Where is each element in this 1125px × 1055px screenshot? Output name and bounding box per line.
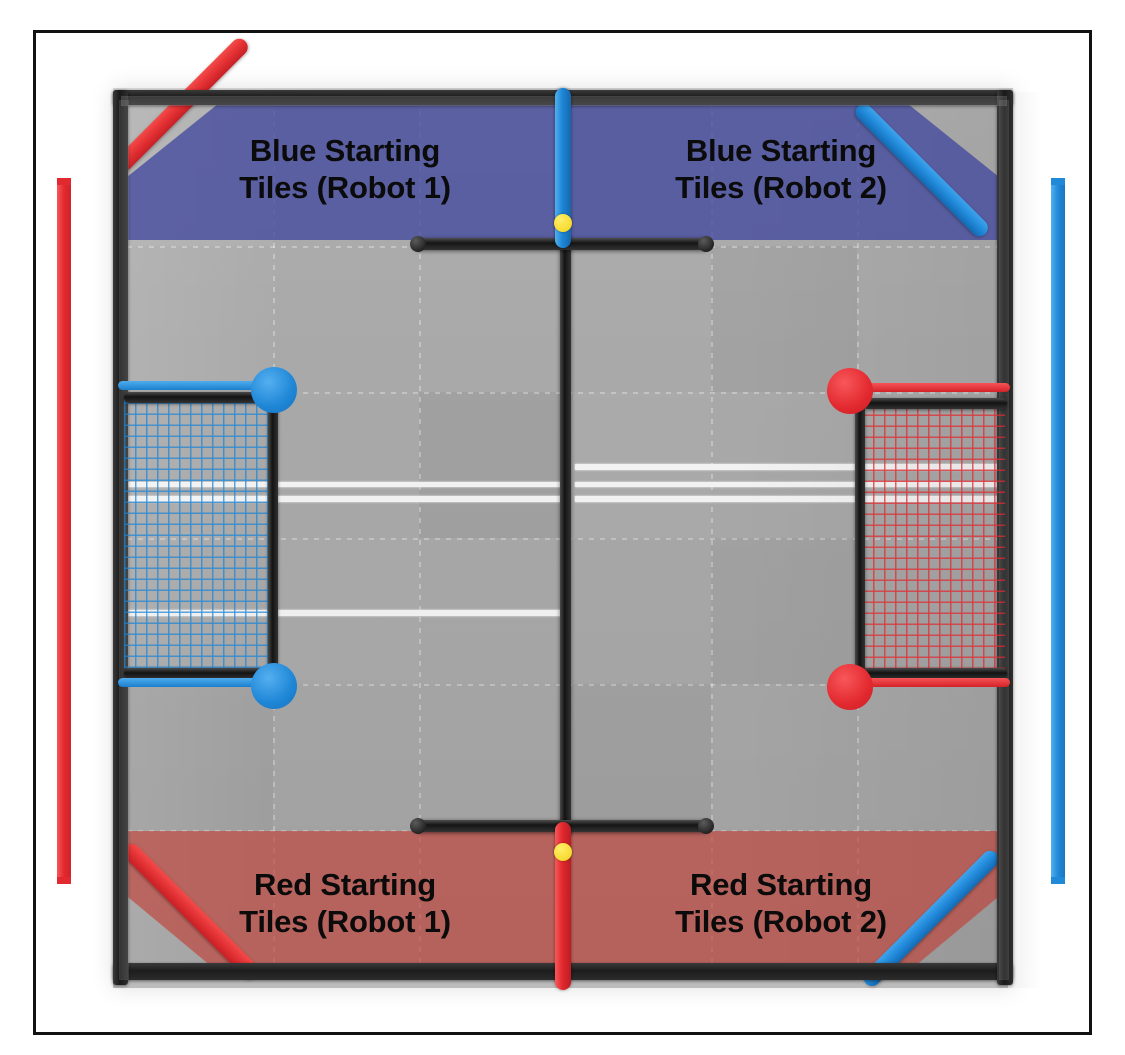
top-center-pole-blue — [555, 88, 571, 248]
right-outer-bar-blue — [1051, 178, 1065, 884]
mat-tile — [711, 538, 857, 684]
left-outer-bar-cap-top — [57, 178, 71, 185]
tape-line — [575, 464, 999, 470]
zone-label: Red Starting Tiles (Robot 1) — [239, 866, 451, 939]
tile-seam — [711, 100, 713, 976]
pipe-cap-icon — [698, 818, 714, 834]
pipe-cap-icon — [698, 236, 714, 252]
mat-tile — [711, 246, 857, 392]
zone-blue-starting-tiles-robot-1[interactable]: Blue Starting Tiles (Robot 1) — [127, 100, 563, 240]
blue-goal-rail-bottom — [118, 678, 276, 687]
pipe-cap-icon — [410, 236, 426, 252]
tape-line — [575, 482, 999, 487]
blue-goal-disc-bottom — [251, 663, 297, 709]
mat-tile — [127, 684, 273, 830]
tape-line — [127, 610, 565, 616]
zone-label: Blue Starting Tiles (Robot 2) — [675, 133, 887, 205]
field-wall-left — [113, 90, 128, 985]
red-goal-rail-top — [852, 383, 1010, 392]
blue-goal-post-right — [268, 392, 278, 680]
bottom-center-pole-red — [555, 822, 571, 990]
mat-tile — [419, 392, 565, 538]
red-goal-bar-top — [862, 398, 1007, 409]
zone-red-starting-tiles-robot-2[interactable]: Red Starting Tiles (Robot 2) — [563, 831, 999, 976]
field-wall-right — [997, 90, 1013, 985]
blue-goal-bar-top — [124, 392, 274, 403]
mat-tile — [857, 684, 999, 830]
zone-label: Blue Starting Tiles (Robot 1) — [239, 133, 451, 205]
left-outer-bar-red — [57, 178, 71, 884]
red-goal-rail-bottom — [852, 678, 1010, 687]
yellow-marker-dot-bottom-icon — [554, 843, 572, 861]
blue-goal-bar-bottom — [124, 668, 274, 679]
blue-goal-rail-top — [118, 381, 276, 390]
yellow-marker-dot-top-icon — [554, 214, 572, 232]
red-goal-post-left — [855, 393, 865, 681]
red-goal-net — [862, 405, 1005, 669]
tape-line — [575, 496, 999, 502]
red-goal-disc-bottom — [827, 664, 873, 710]
center-pipe-vertical — [560, 236, 571, 836]
blue-goal-disc-top — [251, 367, 297, 413]
right-outer-bar-cap-bottom — [1051, 877, 1065, 884]
mat-tile — [565, 684, 711, 830]
tape-line — [127, 482, 565, 487]
tile-seam — [419, 100, 421, 976]
plate-reflection — [1008, 92, 1042, 988]
blue-goal-net — [124, 400, 276, 668]
right-outer-bar-cap-top — [1051, 178, 1065, 185]
tape-line — [127, 496, 565, 502]
red-goal-bar-bottom — [862, 668, 1007, 679]
red-net-mesh — [862, 405, 1005, 669]
zone-red-starting-tiles-robot-1[interactable]: Red Starting Tiles (Robot 1) — [127, 831, 563, 976]
zone-label: Red Starting Tiles (Robot 2) — [675, 866, 887, 939]
red-goal-disc-top — [827, 368, 873, 414]
pipe-cap-icon — [410, 818, 426, 834]
blue-net-mesh — [124, 400, 276, 668]
left-outer-bar-cap-bottom — [57, 877, 71, 884]
